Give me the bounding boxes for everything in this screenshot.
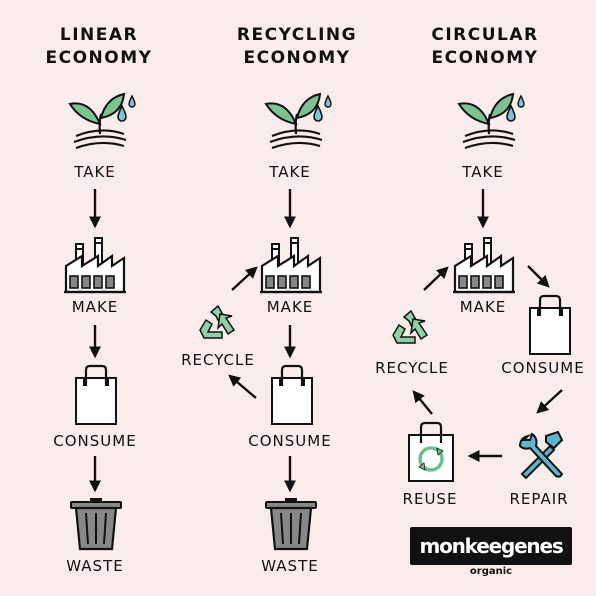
- brand-logo: monkeegenes: [410, 527, 572, 565]
- title-recycling-line1: RECYCLING: [236, 25, 358, 45]
- title-recycling: RECYCLING ECONOMY: [207, 24, 387, 70]
- circular-reuse-label: REUSE: [402, 490, 458, 508]
- linear-consume-label: CONSUME: [53, 432, 137, 450]
- recycling-consume-label: CONSUME: [248, 432, 332, 450]
- circular-repair-label: REPAIR: [509, 490, 569, 508]
- title-linear: LINEAR ECONOMY: [9, 24, 189, 70]
- title-recycling-line2: ECONOMY: [243, 48, 351, 68]
- title-circular: CIRCULAR ECONOMY: [395, 24, 575, 70]
- recycling-waste-label: WASTE: [261, 557, 319, 575]
- title-linear-line2: ECONOMY: [45, 48, 153, 68]
- circular-consume-label: CONSUME: [501, 359, 585, 377]
- linear-waste-label: WASTE: [66, 557, 124, 575]
- brand-logo-sub: organic: [469, 566, 513, 577]
- title-linear-line1: LINEAR: [59, 25, 139, 45]
- brand-logo-name: monkeegenes: [419, 534, 563, 558]
- recycling-recycle-label: RECYCLE: [181, 351, 255, 369]
- title-circular-line1: CIRCULAR: [431, 25, 539, 45]
- circular-recycle-label: RECYCLE: [375, 359, 449, 377]
- title-circular-line2: ECONOMY: [431, 48, 539, 68]
- circular-make-label: MAKE: [459, 298, 507, 316]
- circular-take-label: TAKE: [462, 163, 504, 181]
- recycling-make-label: MAKE: [266, 298, 314, 316]
- linear-take-label: TAKE: [74, 163, 116, 181]
- recycling-take-label: TAKE: [269, 163, 311, 181]
- linear-make-label: MAKE: [71, 298, 119, 316]
